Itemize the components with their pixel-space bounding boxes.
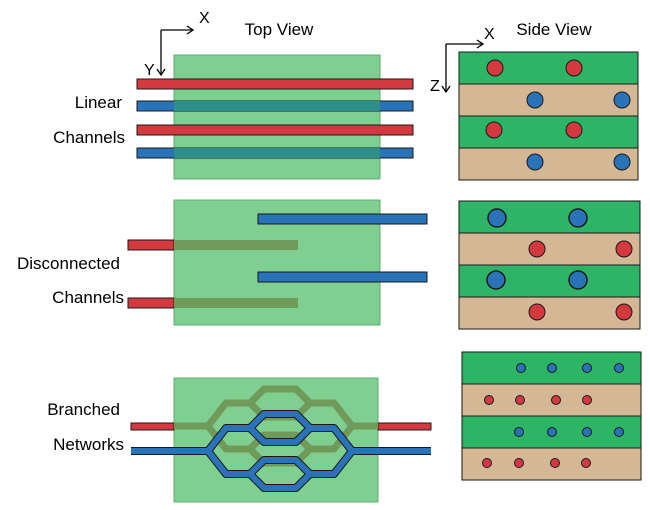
side-z-arrowhead bbox=[441, 85, 451, 94]
linear-side-blue-dot bbox=[526, 91, 544, 109]
disconnected-blue-channel-2 bbox=[257, 271, 428, 283]
row-1-label-line1: Linear bbox=[75, 93, 123, 112]
branched-side-red-dot bbox=[551, 395, 561, 405]
disconnected-red-channel-1-outside bbox=[127, 239, 175, 251]
disconnected-side-blue-dot bbox=[568, 270, 588, 290]
branched-blue-branch-upper bbox=[205, 411, 355, 453]
disconnected-red-channel-2-outside bbox=[127, 297, 175, 309]
linear-blue-channel-2-inside bbox=[174, 148, 380, 158]
linear-red-channel-2 bbox=[136, 124, 414, 136]
branched-side-blue-dot bbox=[614, 427, 624, 437]
linear-side-layer-1 bbox=[458, 51, 639, 85]
side-x-arrowhead bbox=[476, 39, 485, 49]
linear-block bbox=[173, 54, 381, 180]
linear-side-blue-dot bbox=[613, 91, 631, 109]
branched-red-outlet bbox=[377, 422, 432, 431]
disconnected-side-red-dot bbox=[528, 303, 546, 321]
branched-side-blue-dot bbox=[582, 363, 592, 373]
disconnected-red-channel-2-inside bbox=[174, 298, 298, 308]
disconnected-side-blue-dot bbox=[486, 270, 506, 290]
branched-side-red-dot bbox=[482, 458, 492, 468]
top-x-arrowhead bbox=[186, 25, 195, 35]
top-view-header: Top View bbox=[245, 20, 314, 39]
branched-top-view bbox=[130, 377, 432, 503]
row-1-label-line2: Channels bbox=[53, 128, 125, 147]
branched-side-red-dot bbox=[550, 458, 560, 468]
side-view-axes bbox=[441, 39, 485, 94]
linear-side-blue-dot bbox=[526, 153, 544, 171]
top-y-arrowhead bbox=[156, 68, 166, 77]
disconnected-side-red-dot bbox=[528, 240, 546, 258]
disconnected-side-layer-3 bbox=[458, 264, 641, 298]
branched-side-blue-dot bbox=[516, 363, 526, 373]
branched-red-branch-upper bbox=[174, 385, 378, 430]
linear-side-red-dot bbox=[565, 59, 583, 77]
disconnected-top-view bbox=[127, 199, 428, 326]
disconnected-side-layer-4 bbox=[458, 296, 641, 330]
top-view-axes bbox=[156, 25, 195, 77]
disconnected-red-channel-1-inside bbox=[174, 240, 298, 250]
side-x-axis-label: X bbox=[484, 26, 495, 43]
disconnected-side-blue-dot bbox=[568, 208, 588, 228]
row-2-label-line1: Disconnected bbox=[17, 254, 120, 273]
branched-side-red-dot bbox=[581, 458, 591, 468]
top-x-axis-label: X bbox=[199, 10, 210, 27]
branched-side-red-dot bbox=[582, 395, 592, 405]
disconnected-side-red-dot bbox=[615, 240, 633, 258]
disconnected-side-layer-1 bbox=[458, 200, 641, 234]
linear-side-blue-dot bbox=[613, 153, 631, 171]
side-view-header: Side View bbox=[516, 20, 592, 39]
branched-side-blue-dot bbox=[614, 363, 624, 373]
linear-side-layer-2 bbox=[458, 83, 639, 117]
branched-side-red-dot bbox=[515, 395, 525, 405]
branched-side-blue-dot bbox=[547, 427, 557, 437]
disconnected-side-red-dot bbox=[615, 303, 633, 321]
linear-top-view bbox=[136, 54, 414, 180]
branched-side-blue-dot bbox=[582, 427, 592, 437]
top-y-axis-label: Y bbox=[144, 62, 155, 79]
branched-blue-branch-lower bbox=[205, 449, 355, 491]
side-z-axis-label: Z bbox=[430, 78, 440, 95]
linear-side-layer-4 bbox=[458, 147, 639, 181]
disconnected-side-layer-2 bbox=[458, 232, 641, 266]
row-2-label-line2: Channels bbox=[52, 288, 124, 307]
linear-blue-channel-1-inside bbox=[174, 101, 380, 111]
branched-side-red-dot bbox=[514, 458, 524, 468]
row-3-label-line2: Networks bbox=[53, 435, 124, 454]
branched-blue-loop-upper bbox=[247, 425, 313, 445]
branched-side-blue-dot bbox=[514, 427, 524, 437]
branched-side-view bbox=[461, 351, 642, 481]
linear-side-red-dot bbox=[485, 121, 503, 139]
linear-red-channel-1 bbox=[136, 78, 414, 90]
row-3-label-line1: Branched bbox=[47, 400, 120, 419]
linear-side-red-dot bbox=[486, 59, 504, 77]
branched-side-blue-dot bbox=[547, 363, 557, 373]
branched-side-red-dot bbox=[484, 395, 494, 405]
linear-side-view bbox=[458, 51, 639, 181]
disconnected-side-blue-dot bbox=[487, 208, 507, 228]
disconnected-side-view bbox=[458, 200, 641, 330]
branched-blue-loop-lower bbox=[247, 457, 313, 477]
branched-blue-network bbox=[131, 410, 431, 492]
branched-red-loop-lower bbox=[247, 431, 313, 452]
linear-side-red-dot bbox=[565, 121, 583, 139]
disconnected-blue-channel-1 bbox=[257, 213, 428, 225]
branched-red-inlet bbox=[130, 422, 175, 431]
